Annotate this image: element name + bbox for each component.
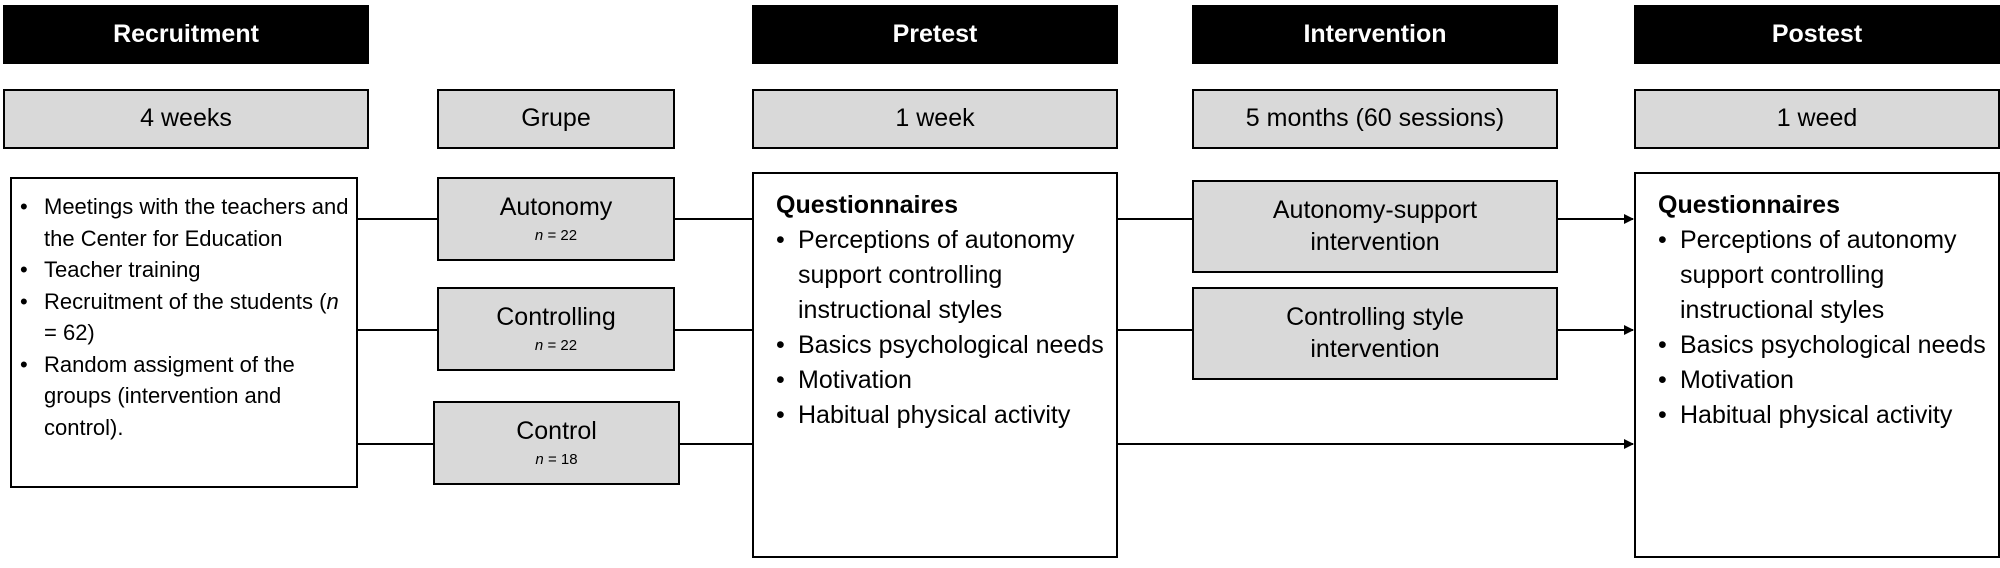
duration-grupe: Grupe xyxy=(437,89,675,149)
header-recruitment: Recruitment xyxy=(3,5,369,64)
group-controlling-name: Controlling xyxy=(496,303,616,331)
header-intervention: Intervention xyxy=(1192,5,1558,64)
postest-questionnaire-item: Motivation xyxy=(1658,363,1988,398)
header-pretest-label: Pretest xyxy=(892,20,978,48)
duration-intervention: 5 months (60 sessions) xyxy=(1192,89,1558,149)
recruitment-item: Recruitment of the students (n = 62) xyxy=(12,286,356,349)
duration-pretest-label: 1 week xyxy=(895,104,975,133)
group-controlling: Controlling n = 22 xyxy=(437,287,675,371)
duration-recruitment-label: 4 weeks xyxy=(140,104,232,133)
pretest-questionnaires-title: Questionnaires xyxy=(776,191,958,219)
intervention-controlling-style: Controlling style intervention xyxy=(1192,287,1558,380)
duration-intervention-label: 5 months (60 sessions) xyxy=(1245,104,1505,133)
header-intervention-label: Intervention xyxy=(1303,20,1447,48)
intervention-controlling-style-label: Controlling style intervention xyxy=(1286,303,1464,363)
header-pretest: Pretest xyxy=(752,5,1118,64)
intervention-autonomy-support: Autonomy-support intervention xyxy=(1192,180,1558,273)
recruitment-item: Meetings with the teachers and the Cente… xyxy=(12,191,356,254)
postest-questionnaires: Questionnaires Perceptions of autonomy s… xyxy=(1634,172,2000,558)
pretest-questionnaire-item: Habitual physical activity xyxy=(776,398,1106,433)
postest-questionnaire-item: Basics psychological needs xyxy=(1658,328,1988,363)
postest-questionnaire-item: Habitual physical activity xyxy=(1658,398,1988,433)
group-autonomy: Autonomy n = 22 xyxy=(437,177,675,261)
header-recruitment-label: Recruitment xyxy=(113,20,259,48)
group-controlling-count: n = 22 xyxy=(534,337,578,355)
group-control-count: n = 18 xyxy=(535,451,578,469)
group-autonomy-name: Autonomy xyxy=(499,193,613,221)
group-autonomy-count: n = 22 xyxy=(534,227,578,245)
group-control: Control n = 18 xyxy=(433,401,680,485)
pretest-questionnaire-item: Perceptions of autonomy support controll… xyxy=(776,223,1106,328)
duration-postest-label: 1 weed xyxy=(1776,104,1858,133)
recruitment-details: Meetings with the teachers and the Cente… xyxy=(10,177,358,488)
header-postest: Postest xyxy=(1634,5,2000,64)
group-control-name: Control xyxy=(516,417,597,445)
pretest-questionnaire-item: Basics psychological needs xyxy=(776,328,1106,363)
intervention-autonomy-support-label: Autonomy-support intervention xyxy=(1272,196,1478,256)
recruitment-item: Teacher training xyxy=(12,254,356,286)
postest-questionnaires-title: Questionnaires xyxy=(1658,191,1840,219)
duration-pretest: 1 week xyxy=(752,89,1118,149)
pretest-questionnaire-item: Motivation xyxy=(776,363,1106,398)
pretest-questionnaires: Questionnaires Perceptions of autonomy s… xyxy=(752,172,1118,558)
recruitment-item: Random assigment of the groups (interven… xyxy=(12,349,356,444)
duration-grupe-label: Grupe xyxy=(521,104,591,133)
recruitment-item-text: Recruitment of the students (n = 62) xyxy=(44,288,339,346)
postest-questionnaire-item: Perceptions of autonomy support controll… xyxy=(1658,223,1988,328)
duration-recruitment: 4 weeks xyxy=(3,89,369,149)
header-postest-label: Postest xyxy=(1771,20,1863,48)
duration-postest: 1 weed xyxy=(1634,89,2000,149)
